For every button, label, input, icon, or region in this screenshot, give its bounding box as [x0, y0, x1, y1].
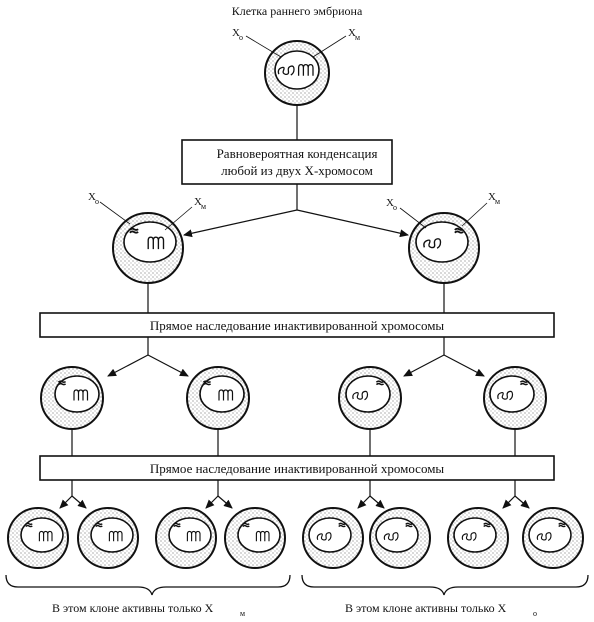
svg-text:м: м	[355, 33, 360, 42]
cell-level3-3	[338, 366, 402, 430]
svg-text:Прямое наследование инактивиро: Прямое наследование инактивированной хро…	[150, 318, 445, 333]
svg-text:X: X	[232, 27, 240, 39]
caption-left: В этом клоне активны только X м	[52, 601, 245, 618]
label-xo-top: X о	[232, 27, 282, 58]
cell-level4-8	[522, 507, 584, 569]
forks-level4	[59, 480, 530, 509]
svg-text:В этом клоне активны только X: В этом клоне активны только X	[52, 601, 214, 615]
svg-text:X: X	[488, 191, 496, 203]
cell-level4-5	[302, 507, 364, 569]
cell-level4-6	[369, 507, 431, 569]
svg-text:X: X	[88, 191, 96, 203]
cell-level2-right	[408, 212, 480, 284]
cell-level4-1	[7, 507, 69, 569]
svg-text:X: X	[348, 27, 356, 39]
svg-text:о: о	[239, 33, 243, 42]
svg-text:м: м	[240, 609, 245, 618]
svg-text:X: X	[386, 197, 394, 209]
cell-level2-left	[112, 212, 184, 284]
cell-level3-2	[186, 366, 250, 430]
svg-text:м: м	[495, 197, 500, 206]
label-xo-left: X о	[88, 191, 131, 225]
box-condensation: Равновероятная конденсация любой из двух…	[181, 139, 393, 185]
svg-text:о: о	[95, 197, 99, 206]
cell-level4-7	[447, 507, 509, 569]
svg-text:X: X	[194, 196, 202, 208]
label-xo-right: X о	[386, 197, 427, 229]
svg-text:В этом клоне активны только X: В этом клоне активны только X	[345, 601, 507, 615]
cell-level4-4	[224, 507, 286, 569]
svg-text:о: о	[533, 609, 537, 618]
embryo-cell-top	[264, 40, 330, 106]
cell-level3-1	[40, 366, 104, 430]
brace-left	[5, 574, 291, 596]
caption-right: В этом клоне активны только X о	[345, 601, 537, 618]
svg-text:Прямое наследование инактивиро: Прямое наследование инактивированной хро…	[150, 461, 445, 476]
brace-right	[301, 574, 589, 596]
svg-text:о: о	[393, 203, 397, 212]
svg-text:любой из двух X-хромосом: любой из двух X-хромосом	[221, 163, 373, 178]
box-inheritance-2: Прямое наследование инактивированной хро…	[39, 455, 555, 481]
label-xm-top: X м	[312, 27, 360, 58]
svg-text:Равновероятная конденсация: Равновероятная конденсация	[217, 146, 378, 161]
cell-level4-3	[155, 507, 217, 569]
cell-level4-2	[77, 507, 139, 569]
diagram-title: Клетка раннего эмбриона	[232, 4, 363, 18]
label-xm-left: X м	[164, 196, 206, 231]
cell-level3-4	[483, 366, 547, 430]
box-inheritance-1: Прямое наследование инактивированной хро…	[39, 312, 555, 338]
label-xm-right: X м	[461, 191, 500, 227]
svg-text:м: м	[201, 202, 206, 211]
